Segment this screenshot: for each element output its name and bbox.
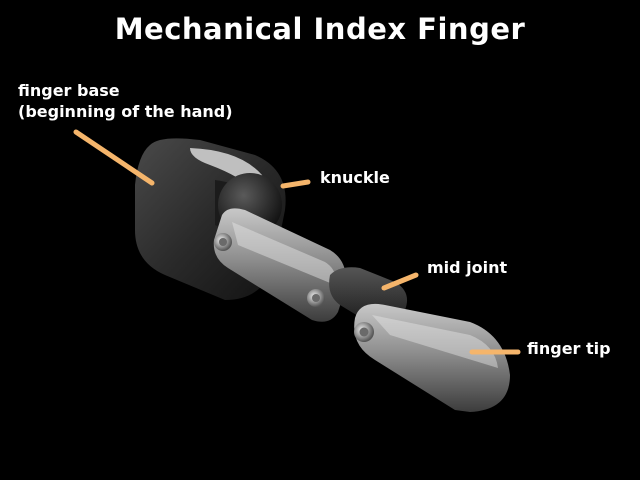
- mid-joint-label: mid joint: [427, 258, 508, 277]
- proximal-link: [213, 208, 346, 322]
- knuckle-leader-line: [280, 179, 311, 189]
- knuckle-label: knuckle: [320, 168, 390, 187]
- diagram-title: Mechanical Index Finger: [114, 12, 526, 46]
- finger-base-leader-line: [73, 129, 155, 186]
- finger-base-label-line2: (beginning of the hand): [18, 102, 233, 121]
- leader-lines: [73, 129, 521, 355]
- finger-base-label-line1: finger base: [18, 81, 120, 100]
- mid-joint-leader-line: [381, 272, 419, 291]
- finger-tip-label: finger tip: [527, 339, 611, 358]
- distal-link: [354, 303, 510, 412]
